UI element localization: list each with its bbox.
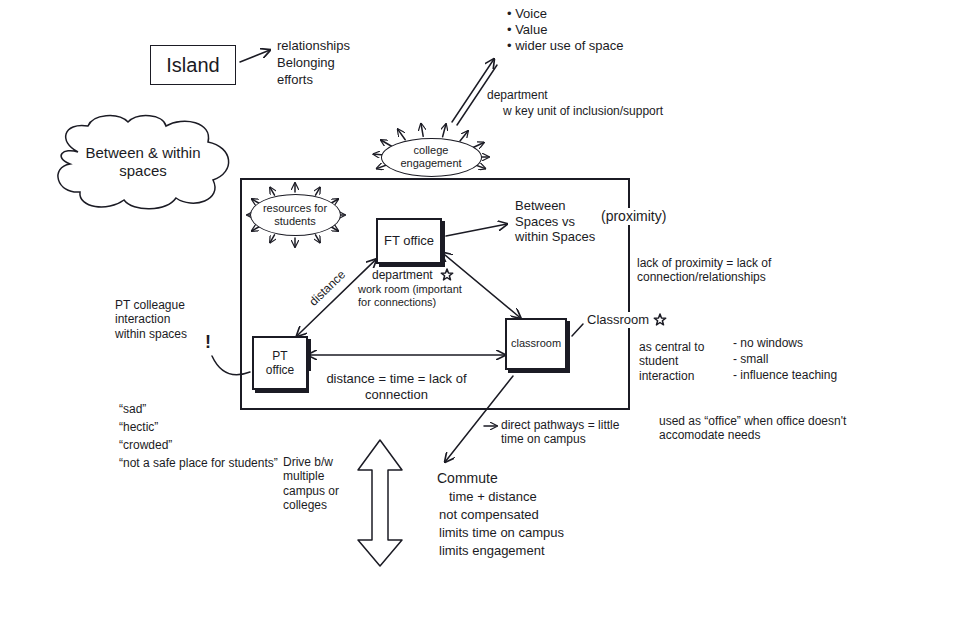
note-text: “hectic” <box>118 420 159 434</box>
note-text: not compensated <box>438 507 540 523</box>
star-mark <box>441 269 452 280</box>
edge-label: distance = time = lack of connection <box>309 371 483 402</box>
node-text: PT office <box>258 349 302 378</box>
note-text: ! <box>204 332 212 354</box>
note-text: • Value <box>506 22 548 38</box>
node-text: college engagement <box>394 144 468 170</box>
leader-line <box>212 356 250 375</box>
note-text: • Voice <box>506 6 548 22</box>
note-text: • wider use of space <box>506 38 625 54</box>
node-text: work room (important for connections) <box>358 283 468 309</box>
cloud-shape: Between & within spaces <box>48 112 238 212</box>
node-text: classroom <box>511 337 561 350</box>
node-text: department <box>372 268 433 282</box>
note-text: direct pathways = little time on campus <box>500 418 642 447</box>
leader-arrow <box>240 50 270 62</box>
leader-line <box>572 324 583 336</box>
note-text: Belonging <box>276 55 336 71</box>
ray-arrow <box>270 235 275 243</box>
ray-arrow <box>398 129 406 140</box>
note-text: (proximity) <box>600 208 667 225</box>
engagement-ellipse: college engagement <box>381 138 482 177</box>
note-text: Commute <box>436 470 499 487</box>
note-text: Drive b/w multiple campus or colleges <box>282 455 350 513</box>
cloud-path <box>58 116 229 209</box>
star-mark <box>654 314 665 325</box>
connector-arrow <box>308 354 505 356</box>
note-text: department <box>486 88 549 102</box>
note-text: limits time on campus <box>438 525 565 541</box>
note-text: Classroom <box>586 312 650 328</box>
note-text: as central to student interaction <box>638 340 724 383</box>
node-text: Island <box>166 53 219 77</box>
leader-arrow <box>484 425 497 427</box>
node-text: resources for students <box>262 202 328 228</box>
leader-arrow <box>446 224 507 236</box>
note-text: efforts <box>276 72 314 88</box>
office-box: FT office <box>376 218 442 264</box>
node-text: Between & within spaces <box>83 144 203 180</box>
note-text: “crowded” <box>118 438 173 452</box>
ray-arrow <box>316 235 321 243</box>
ray-arrow <box>294 183 296 192</box>
office-box: PT office <box>252 336 308 390</box>
radiating-arrows <box>247 183 345 247</box>
note-text: “not a safe place for students” <box>118 456 280 470</box>
note-text: - influence teaching <box>732 368 838 382</box>
edge-label: distance <box>305 266 350 310</box>
note-text: - small <box>732 352 769 366</box>
note-text: PT colleague interaction within spaces <box>114 298 200 341</box>
node-text: FT office <box>384 233 434 249</box>
ray-arrow <box>270 187 275 195</box>
ray-arrow <box>421 124 423 137</box>
resources-ellipse: resources for students <box>250 194 341 236</box>
ray-arrow <box>460 131 468 141</box>
note-text: lack of proximity = lack of connection/r… <box>636 256 778 285</box>
note-text: time + distance <box>448 489 538 505</box>
note-text: w key unit of inclusion/support <box>502 104 664 118</box>
ray-arrow <box>316 187 321 195</box>
note-text: relationships <box>276 38 351 54</box>
node-text: Between Spaces vs within Spaces <box>515 198 601 245</box>
hollow-double-arrow <box>358 440 402 566</box>
note-text: used as “office” when office doesn't acc… <box>658 414 860 443</box>
island-box: Island <box>150 45 236 85</box>
note-text: “sad” <box>118 402 147 416</box>
note-text: - no windows <box>732 336 804 350</box>
ray-arrow <box>294 238 296 247</box>
classroom-box: classroom <box>505 318 567 370</box>
ray-arrow <box>443 124 446 137</box>
note-text: limits engagement <box>438 543 546 559</box>
